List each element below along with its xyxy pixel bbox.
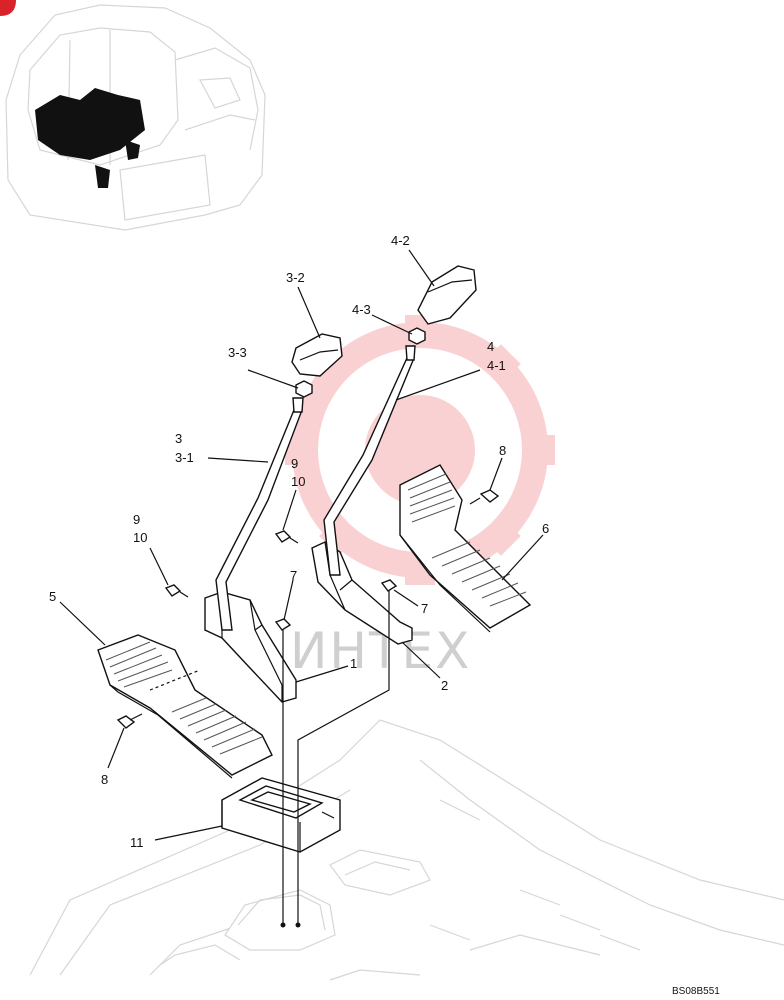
callout-11: 11 bbox=[130, 835, 144, 850]
drawing-code: BS08B551 bbox=[672, 986, 720, 997]
callout-1: 1 bbox=[350, 656, 357, 671]
lever-right-part-4 bbox=[323, 345, 416, 576]
callout-3: 3 bbox=[175, 431, 182, 446]
pedal-right-treads bbox=[407, 473, 527, 607]
callout-3-2: 3-2 bbox=[286, 270, 305, 285]
callout-7-left: 7 bbox=[290, 568, 297, 583]
callout-4: 4 bbox=[487, 339, 494, 354]
cab-locator-illustration bbox=[0, 0, 266, 231]
knob-left-part-3-2 bbox=[291, 333, 343, 377]
callout-3-1: 3-1 bbox=[175, 450, 194, 465]
callout-4-1: 4-1 bbox=[487, 358, 506, 373]
bolt-part-7-right bbox=[380, 579, 398, 602]
lever-left-part-3 bbox=[215, 397, 304, 631]
nut-washer-part-9-10-right bbox=[274, 530, 299, 544]
callout-6: 6 bbox=[542, 521, 549, 536]
floor-plate-outline bbox=[29, 719, 784, 981]
callout-10-left: 10 bbox=[133, 530, 147, 545]
callout-5: 5 bbox=[49, 589, 56, 604]
callout-4-2: 4-2 bbox=[391, 233, 410, 248]
leader-lines bbox=[59, 249, 544, 841]
callout-9-left: 9 bbox=[133, 512, 140, 527]
lever-base-part-11 bbox=[221, 777, 341, 853]
callout-9-right: 9 bbox=[291, 456, 298, 471]
pedal-right-part-6 bbox=[399, 464, 532, 633]
knob-right-part-4-2 bbox=[417, 265, 477, 325]
nut-part-3-3 bbox=[295, 380, 313, 398]
nut-washer-part-9-10-left bbox=[164, 584, 189, 598]
callout-8-left: 8 bbox=[101, 772, 108, 787]
callout-10-right: 10 bbox=[291, 474, 305, 489]
assembly-guide-lines bbox=[280, 602, 390, 928]
callout-2: 2 bbox=[441, 678, 448, 693]
bracket-left-part-1 bbox=[204, 591, 297, 703]
bolt-part-8-left bbox=[116, 713, 143, 729]
callout-3-3: 3-3 bbox=[228, 345, 247, 360]
nut-part-4-3 bbox=[408, 327, 426, 345]
bolt-part-8-right bbox=[469, 489, 500, 505]
callout-4-3: 4-3 bbox=[352, 302, 371, 317]
bolt-part-7-left bbox=[274, 618, 292, 640]
pedal-left-treads bbox=[105, 641, 263, 755]
callout-8-right: 8 bbox=[499, 443, 506, 458]
callout-7-right: 7 bbox=[421, 601, 428, 616]
pedal-left-part-5 bbox=[97, 634, 273, 779]
